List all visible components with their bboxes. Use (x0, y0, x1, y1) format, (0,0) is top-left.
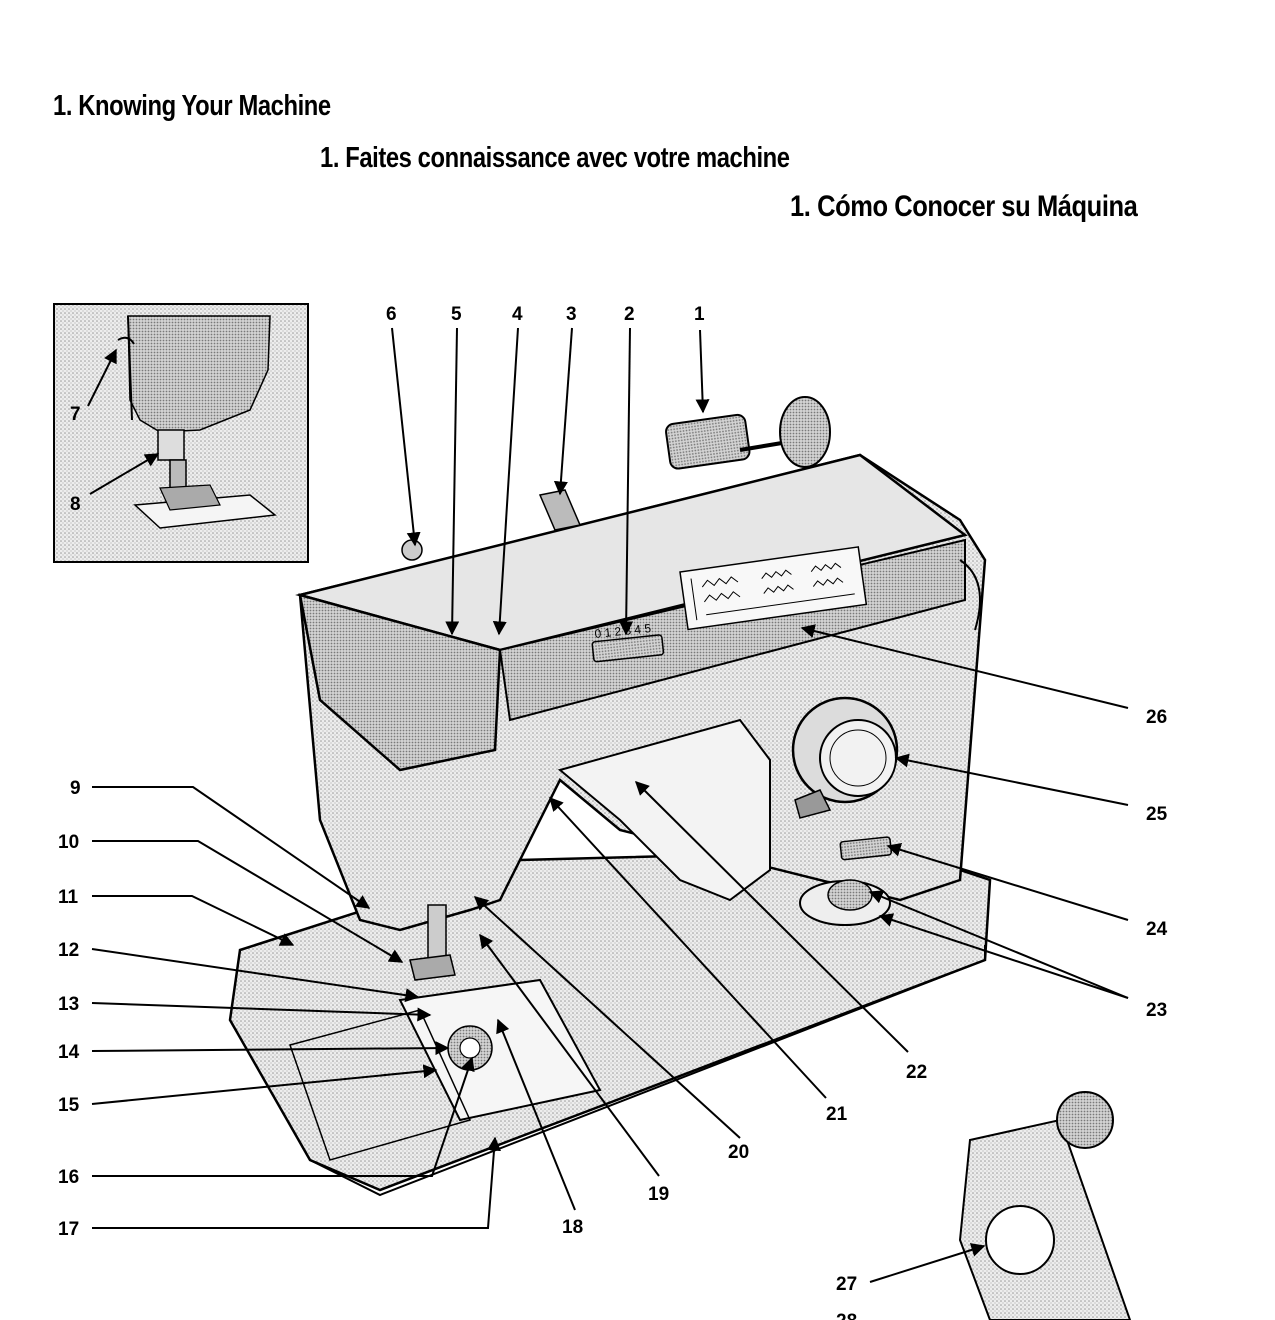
callout-21: 21 (826, 1104, 848, 1125)
callout-3: 3 (566, 304, 577, 325)
callout-13: 13 (58, 994, 79, 1015)
callout-6: 6 (386, 304, 397, 325)
callout-4: 4 (512, 304, 523, 325)
callout-7: 7 (70, 404, 81, 425)
machine-body: 0 1 2 3 4 5 (228, 396, 992, 1197)
heading-french: 1. Faites connaissance avec votre machin… (320, 142, 790, 174)
callout-20: 20 (728, 1142, 749, 1163)
callout-25: 25 (1146, 804, 1168, 825)
callout-17: 17 (58, 1219, 79, 1240)
callout-2: 2 (624, 304, 635, 325)
callout-27: 27 (836, 1274, 857, 1295)
heading-english: 1. Knowing Your Machine (53, 90, 331, 122)
callout-28: 28 (836, 1311, 857, 1320)
callout-1: 1 (694, 304, 705, 325)
callout-12: 12 (58, 940, 79, 961)
callout-9: 9 (70, 778, 81, 799)
callout-24: 24 (1146, 919, 1168, 940)
callout-15: 15 (58, 1095, 80, 1116)
callout-18: 18 (562, 1217, 583, 1238)
callout-10: 10 (58, 832, 79, 853)
callout-14: 14 (58, 1042, 80, 1063)
callout-8: 8 (70, 494, 81, 515)
inset-detail (53, 303, 309, 563)
callout-26: 26 (1146, 707, 1167, 728)
callout-23: 23 (1146, 1000, 1167, 1021)
side-view-detail (869, 1091, 1132, 1320)
callout-16: 16 (58, 1167, 79, 1188)
callout-22: 22 (906, 1062, 927, 1083)
callout-11: 11 (58, 887, 79, 908)
leader-lines (91, 327, 1129, 1229)
callout-5: 5 (451, 304, 462, 325)
callout-19: 19 (648, 1184, 669, 1205)
heading-spanish: 1. Cómo Conocer su Máquina (790, 190, 1138, 223)
